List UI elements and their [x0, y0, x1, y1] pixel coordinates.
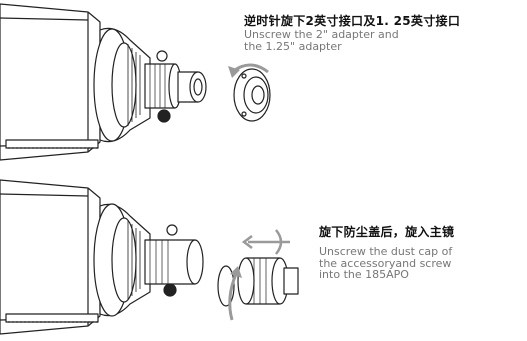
mounting-rail — [5, 139, 99, 149]
remove-arrow-icon — [241, 229, 290, 255]
step-1-text-en: Unscrew the 2" adapter and the 1.25" ada… — [244, 29, 524, 52]
telescope-tube — [0, 3, 101, 161]
step-2-text-en: Unscrew the dust cap of the accessoryand… — [319, 246, 527, 281]
focuser-cone — [93, 27, 151, 143]
mounting-rail — [5, 313, 99, 323]
adapter-1-25-inch — [233, 68, 271, 122]
step-1-text-en-line: Unscrew the 2" adapter and — [244, 28, 399, 41]
screw-in-arrow-icon — [228, 266, 242, 321]
accessory — [237, 257, 299, 305]
drawtube — [144, 224, 204, 297]
step-2-text-en-line: into the 185APO — [319, 268, 409, 281]
step-1-title-cn: 逆时针旋下2英寸接口及1. 25英寸接口 — [244, 14, 461, 28]
adapter-2-inch — [177, 71, 207, 103]
step-2-text-en-line: Unscrew the dust cap of — [319, 245, 453, 258]
step-2-text-en-line: the accessoryand screw — [319, 256, 452, 270]
telescope-tube — [0, 179, 101, 335]
step-1-caption: 逆时针旋下2英寸接口及1. 25英寸接口 Unscrew the 2" adap… — [244, 12, 524, 52]
step-2-caption: 旋下防尘盖后，旋入主镜 Unscrew the dust cap of the … — [319, 223, 527, 281]
telescope-adapter-removal-illustration — [0, 3, 271, 161]
step-1-text-en-line: the 1.25" adapter — [244, 39, 342, 53]
telescope-dust-cap-illustration — [0, 179, 299, 335]
focuser-cone — [93, 203, 151, 317]
step-2-title-cn: 旋下防尘盖后，旋入主镜 — [319, 225, 455, 239]
counterclockwise-arrow-icon — [228, 63, 269, 78]
